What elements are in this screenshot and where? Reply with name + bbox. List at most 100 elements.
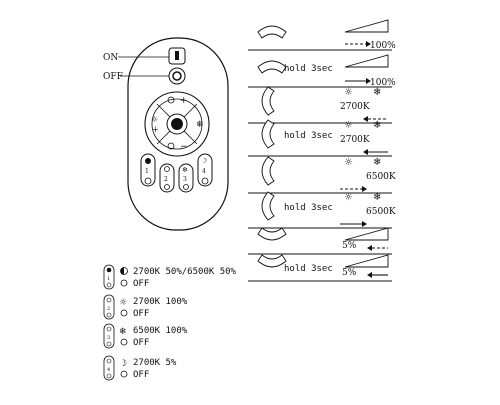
warm-white-button[interactable]: ☼ + xyxy=(151,115,159,134)
brightness-ramp-icon xyxy=(344,19,389,33)
legend-item: 3 ❄ 6500K 100% OFF xyxy=(103,323,188,349)
instruction-row: hold 3sec 5% xyxy=(248,254,392,282)
moon-icon: ☽ xyxy=(119,359,127,369)
arrow-right-icon xyxy=(340,186,367,192)
svg-text:☼: ☼ xyxy=(119,298,127,308)
legend-off-text: OFF xyxy=(133,370,149,380)
snowflake-icon: ❄ xyxy=(373,120,381,131)
legend-item: 1 2700K 50%/6500K 50% OFF xyxy=(103,264,237,290)
result-value-text: 5% xyxy=(342,268,357,278)
brightness-down-button[interactable]: − xyxy=(167,142,188,152)
zone-number-text: 4 xyxy=(107,367,110,373)
brightness-ramp-icon xyxy=(344,54,389,68)
on-button[interactable] xyxy=(168,47,186,65)
zone-key-icon xyxy=(103,355,115,381)
legend-off-text: OFF xyxy=(133,309,149,319)
legend-off-text: OFF xyxy=(133,338,149,348)
zone-1-button[interactable]: 1 xyxy=(140,153,156,187)
result-value-text: 2700K xyxy=(340,135,370,145)
instruction-row: hold 3sec ☼ ❄ 6500K xyxy=(248,191,396,229)
legend-item: 2 ☼ 2700K 100% OFF xyxy=(103,294,188,320)
instruction-row: ☼ ❄2700K xyxy=(248,86,392,124)
svg-text:1: 1 xyxy=(145,168,149,175)
keypad-segment-icon xyxy=(257,227,287,241)
zone-key-icon xyxy=(103,323,115,349)
snowflake-icon: ❄ xyxy=(373,192,381,203)
cool-white-button[interactable]: ❄ xyxy=(196,120,204,130)
zone-3-button[interactable]: ❄ 3 xyxy=(178,163,194,193)
instruction-row: 100% xyxy=(248,19,396,51)
zone-key-icon xyxy=(103,294,115,320)
arrow-left-icon xyxy=(367,245,388,251)
brightness-ramp-icon xyxy=(344,227,389,241)
off-label: OFF xyxy=(103,72,123,82)
keypad-segment-icon xyxy=(261,86,275,116)
sun-icon: ☼ xyxy=(119,298,127,308)
instruction-row: hold 3sec☼❄2700K xyxy=(248,119,392,157)
control-pad: + − ☼ + ❄ xyxy=(144,91,210,157)
svg-text:☽: ☽ xyxy=(201,157,207,165)
svg-text:❄: ❄ xyxy=(182,166,188,174)
keypad-segment-icon xyxy=(257,60,287,74)
zone-number-text: 2 xyxy=(107,306,110,312)
keypad-segment-icon xyxy=(257,25,287,39)
result-value-text: 6500K xyxy=(366,172,396,182)
arrow-right-icon xyxy=(345,78,371,84)
arrow-right-icon xyxy=(345,41,371,47)
brightness-up-button[interactable]: + xyxy=(167,96,188,106)
svg-text:+: + xyxy=(180,96,188,106)
zone-2-button[interactable]: 2 xyxy=(159,163,175,193)
zone-number-text: 1 xyxy=(107,276,110,282)
off-button[interactable] xyxy=(168,67,186,85)
legend-on-text: 2700K 5% xyxy=(133,358,177,368)
svg-text:☼: ☼ xyxy=(151,115,158,124)
svg-text:−: − xyxy=(180,142,188,152)
hold-instruction-text: hold 3sec xyxy=(284,264,333,274)
svg-text:❄: ❄ xyxy=(119,327,127,337)
zone-buttons: 1 2 ❄ 3 ☽ 4 xyxy=(140,153,213,193)
result-value-text: 100% xyxy=(370,41,396,51)
snowflake-icon: ❄ xyxy=(119,327,127,337)
brightness-ramp-icon xyxy=(344,254,389,268)
hold-instruction-text: hold 3sec xyxy=(284,64,333,74)
result-value-text: 6500K xyxy=(366,207,396,217)
sun-icon: ☼ xyxy=(344,157,353,168)
legend-item: 4 ☽ 2700K 5% OFF xyxy=(103,355,177,381)
sun-icon: ☼ xyxy=(344,192,353,203)
zone-key-icon xyxy=(103,264,115,290)
keypad-segment-icon xyxy=(261,191,275,221)
legend-on-text: 6500K 100% xyxy=(133,326,188,336)
zone-4-button[interactable]: ☽ 4 xyxy=(197,153,213,187)
zone-number-text: 3 xyxy=(107,335,110,341)
snowflake-icon: ❄ xyxy=(373,87,381,98)
arrow-right-icon xyxy=(340,221,367,227)
remote-control: ON OFF + − ☼ + xyxy=(103,37,229,231)
svg-text:3: 3 xyxy=(183,176,187,183)
off-circle-icon xyxy=(120,279,128,287)
half-circle-icon xyxy=(120,267,128,275)
hold-instruction-text: hold 3sec xyxy=(284,203,333,213)
svg-text:☽: ☽ xyxy=(119,359,127,369)
keypad-segment-icon xyxy=(261,156,275,186)
arrow-left-icon xyxy=(363,116,388,122)
legend-on-text: 2700K 100% xyxy=(133,297,188,307)
arrow-left-icon xyxy=(363,149,388,155)
keypad-segment-icon xyxy=(261,119,275,149)
arrow-left-icon xyxy=(367,272,388,278)
snowflake-icon: ❄ xyxy=(373,157,381,168)
sun-icon: ☼ xyxy=(344,87,353,98)
result-value-text: 2700K xyxy=(340,102,370,112)
center-button[interactable] xyxy=(171,118,183,130)
off-circle-icon xyxy=(120,370,128,378)
hold-instruction-text: hold 3sec xyxy=(284,131,333,141)
off-circle-icon xyxy=(120,338,128,346)
legend-on-text: 2700K 50%/6500K 50% xyxy=(133,267,237,277)
legend-off-text: OFF xyxy=(133,279,149,289)
instruction-row: 5% xyxy=(248,227,392,255)
svg-text:2: 2 xyxy=(164,176,168,183)
svg-text:+: + xyxy=(152,125,159,134)
instruction-row: ☼ ❄ 6500K xyxy=(248,156,396,194)
